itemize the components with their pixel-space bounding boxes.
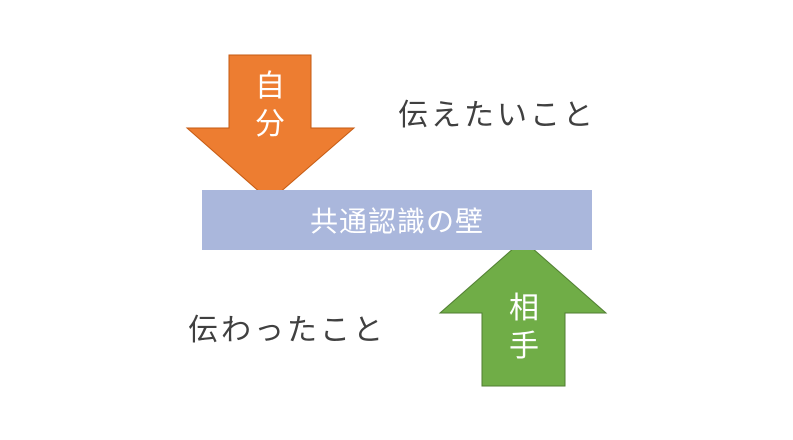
other-up-arrow bbox=[438, 239, 608, 387]
other-char-2: 手 bbox=[509, 329, 539, 364]
what-to-convey-text: 伝えたいこと bbox=[398, 98, 596, 133]
self-arrow-label: 自 分 bbox=[240, 68, 300, 144]
self-char-2: 分 bbox=[255, 107, 285, 142]
self-char-1: 自 bbox=[255, 69, 285, 104]
other-char-1: 相 bbox=[509, 291, 539, 326]
wall-label: 共通認識の壁 bbox=[309, 205, 484, 238]
other-arrow-label: 相 手 bbox=[494, 290, 554, 366]
self-down-arrow bbox=[185, 54, 356, 202]
what-was-conveyed-text: 伝わったこと bbox=[188, 313, 386, 348]
common-understanding-wall bbox=[202, 190, 592, 250]
